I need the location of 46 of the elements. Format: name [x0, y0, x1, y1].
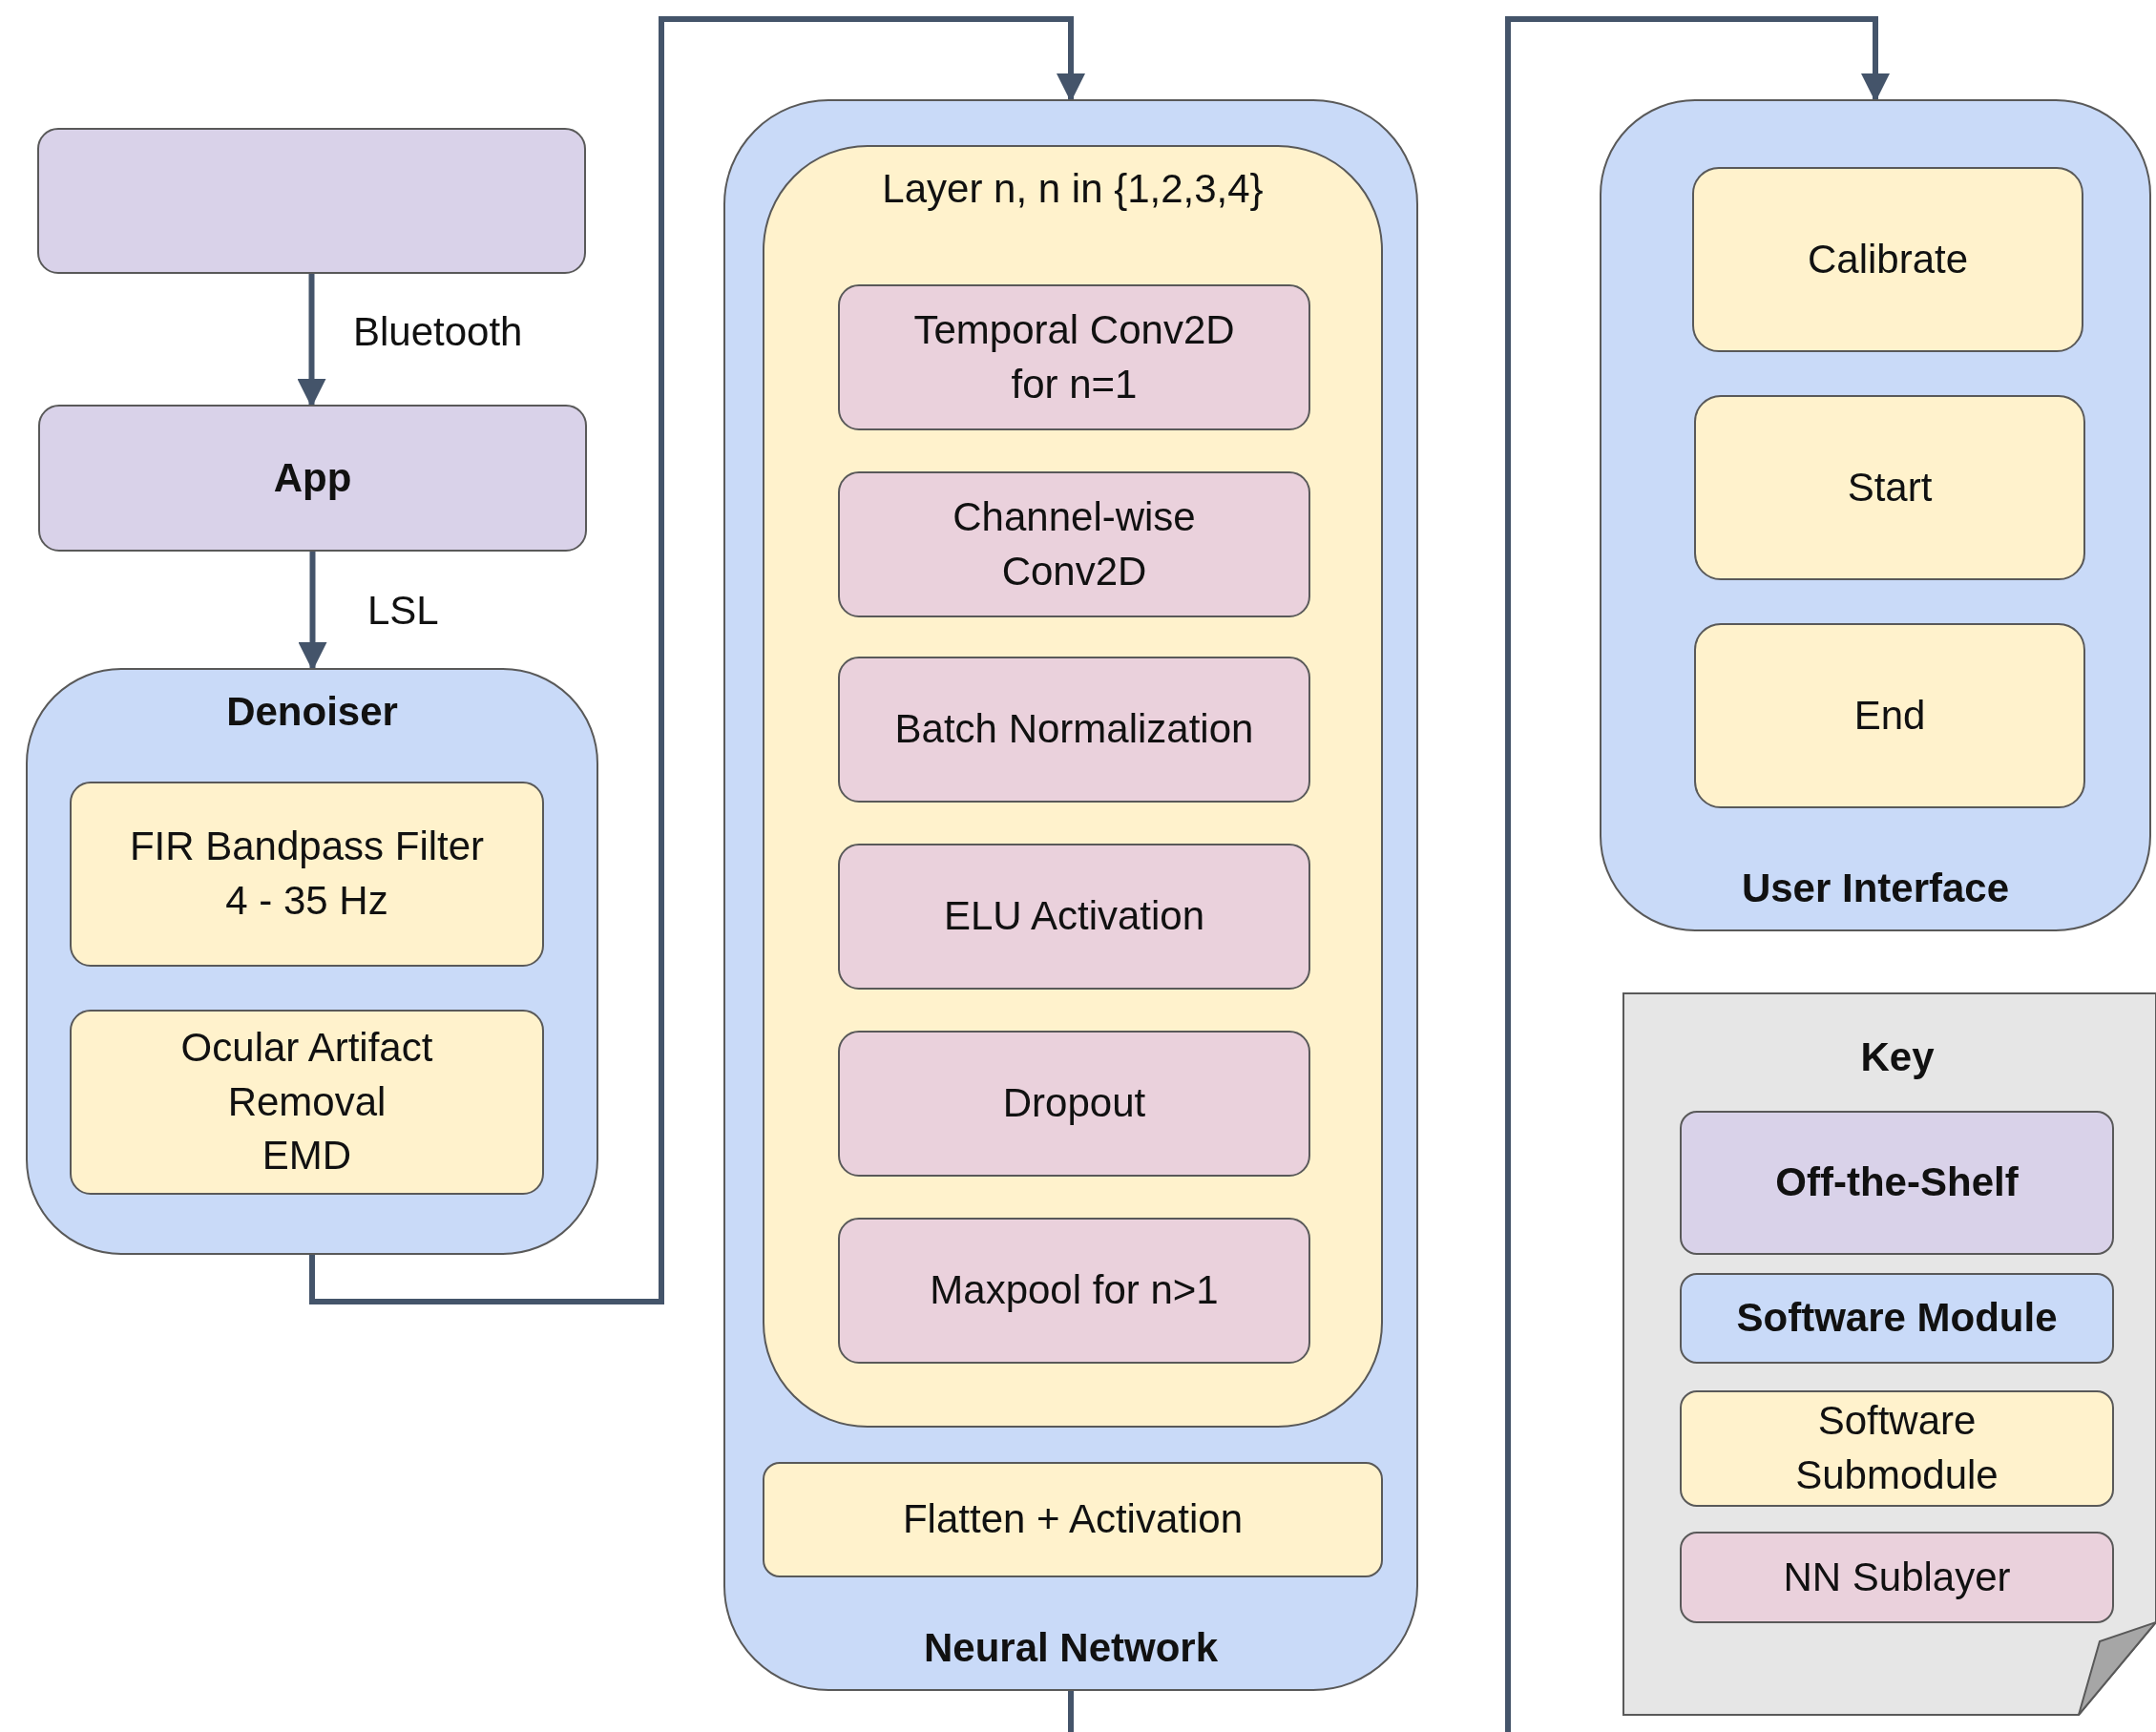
module-title: User Interface [1741, 865, 2010, 913]
node-text: FIR Bandpass Filter [129, 823, 485, 871]
connector-arrow [1068, 16, 1890, 1732]
connector-arrow [298, 552, 327, 671]
module-box [26, 668, 598, 1255]
sublayer-box [838, 657, 1310, 803]
sublayer-box [838, 1218, 1310, 1364]
node-text: Calibrate [1807, 235, 1969, 283]
module-box [723, 99, 1418, 1691]
node-text: Batch Normalization [894, 705, 1254, 754]
node-text: 4 - 35 Hz [225, 877, 388, 925]
module-box [1600, 99, 2151, 931]
submodule-box [763, 145, 1383, 1428]
node-text: Start [1847, 463, 1933, 511]
legend-item: Software Module [1680, 1273, 2114, 1364]
key-title: Key [1859, 1033, 1936, 1081]
legend-item: Off-the-Shelf [1680, 1111, 2114, 1255]
legend-item: Software Submodule [1680, 1390, 2114, 1507]
node-text: Channel-wise Conv2D [952, 492, 1197, 595]
node-text: ELU Activation [943, 892, 1205, 941]
submodule-box [1694, 623, 2085, 808]
node-text: Maxpool for n>1 [930, 1266, 1219, 1315]
sublayer-box [838, 471, 1310, 617]
node-text: Flatten + Activation [902, 1495, 1243, 1544]
submodule-box [763, 1462, 1383, 1577]
module-title: Layer n, n in {1,2,3,4} [882, 165, 1264, 213]
node-text: End [1853, 691, 1926, 740]
legend-item: NN Sublayer [1680, 1532, 2114, 1623]
sublayer-box [838, 1031, 1310, 1177]
node-text: EMD [262, 1132, 352, 1180]
submodule-box [1694, 395, 2085, 580]
module-title: Neural Network [923, 1624, 1219, 1673]
node-text: Ocular Artifact Removal [179, 1023, 434, 1126]
submodule-box [1692, 167, 2083, 352]
component-box [37, 128, 586, 274]
sublayer-box [838, 284, 1310, 430]
node-text: Dropout [1002, 1079, 1146, 1128]
submodule-box [70, 1010, 544, 1195]
sublayer-box [838, 844, 1310, 990]
node-text: App [273, 453, 352, 502]
submodule-box [70, 782, 544, 967]
connector-arrow [309, 16, 1085, 1304]
connector-arrow [297, 274, 326, 407]
node-text: Temporal Conv2D for n=1 [912, 305, 1236, 408]
module-title: Denoiser [226, 688, 398, 736]
component-box [38, 405, 587, 552]
